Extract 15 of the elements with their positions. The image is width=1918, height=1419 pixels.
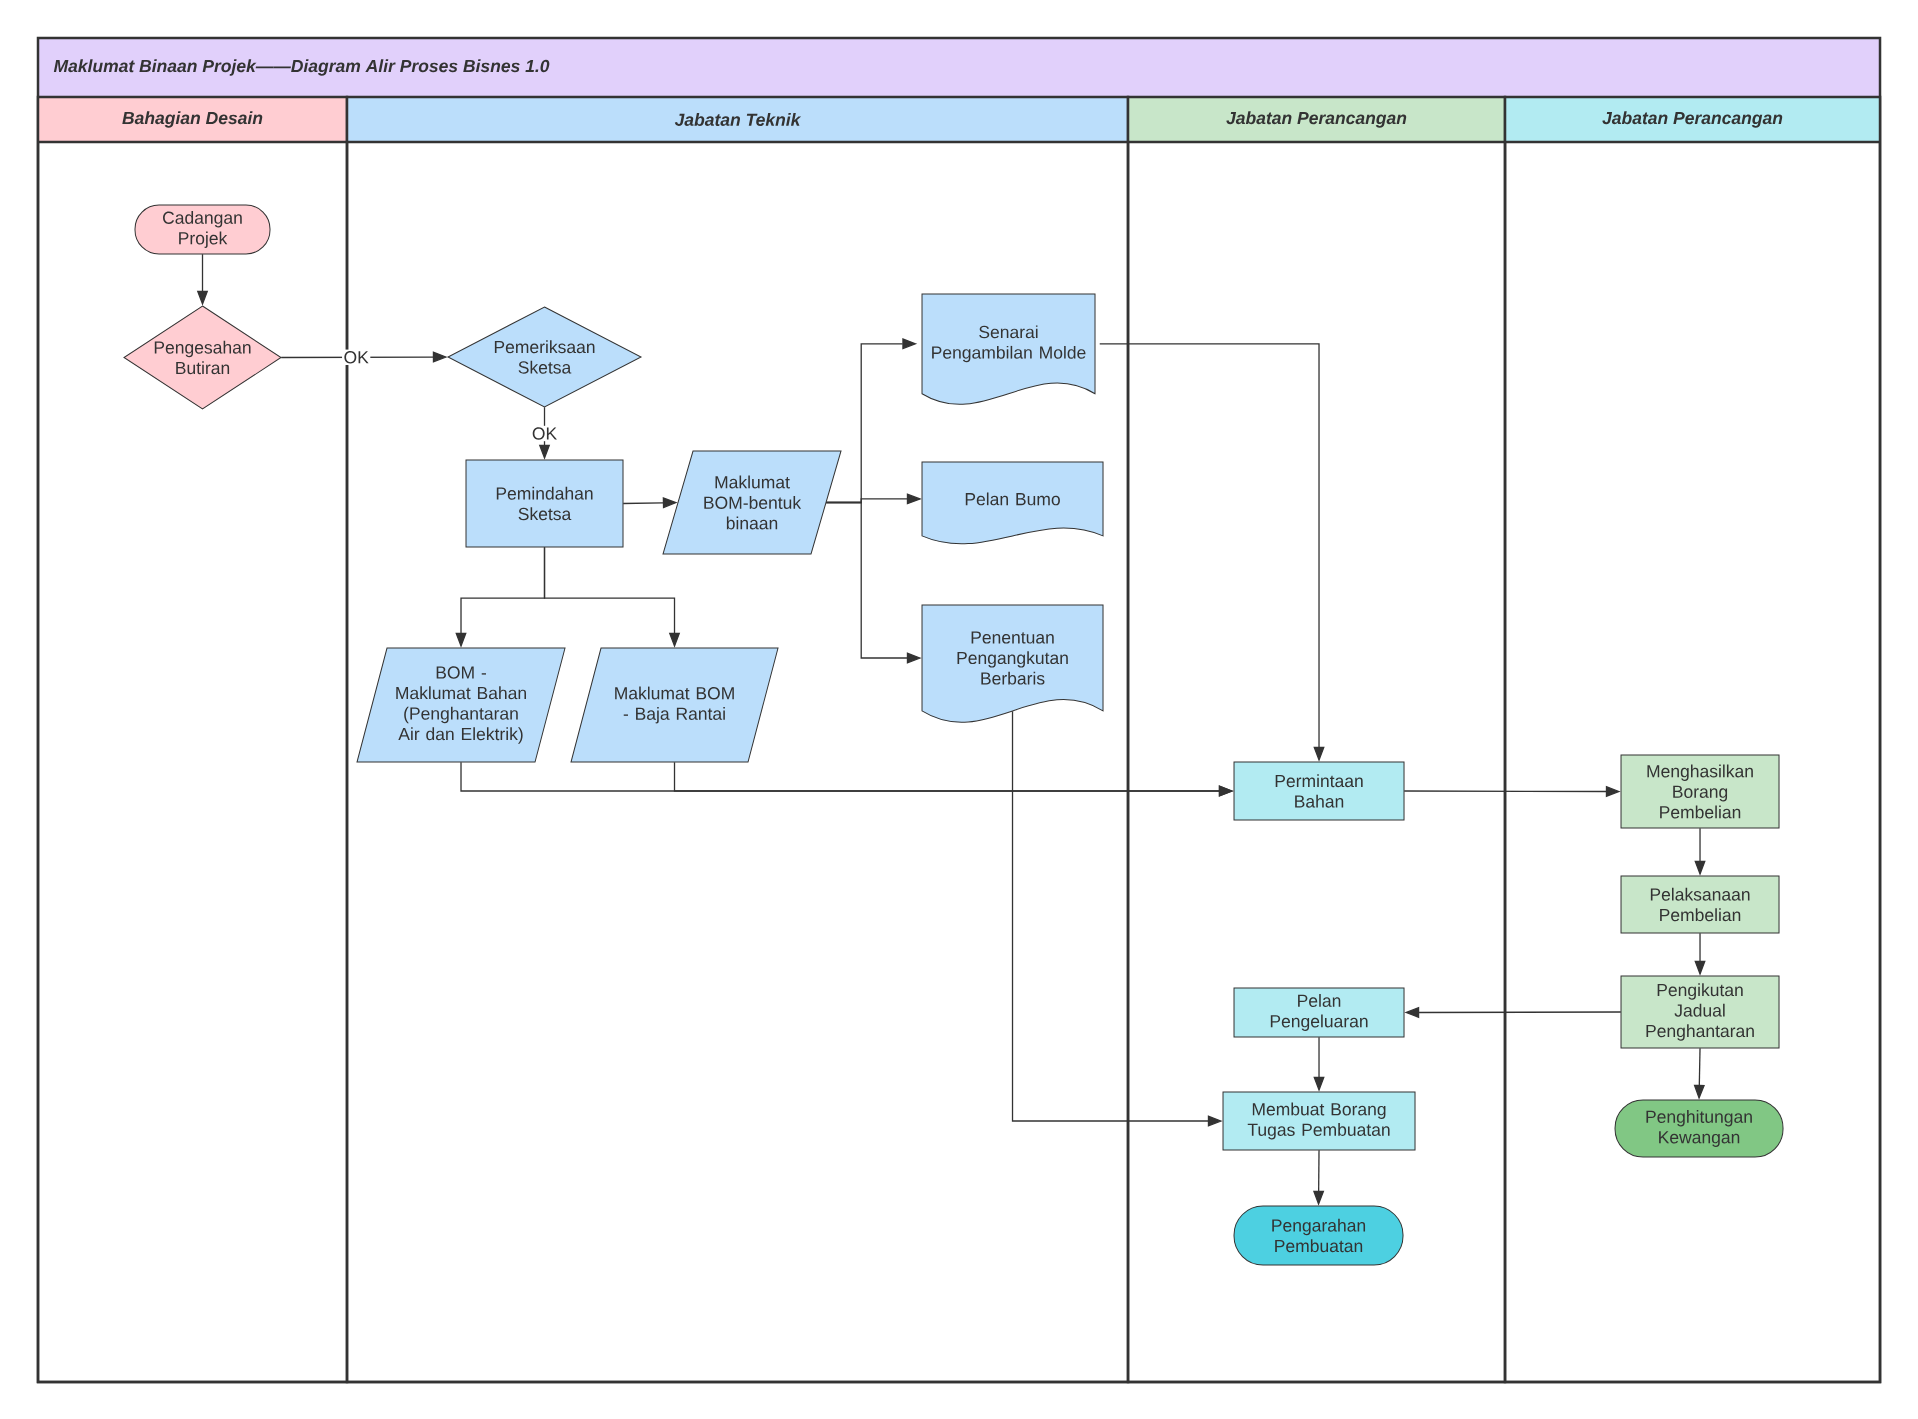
process-box: Pengikutan Jadual Penghantaran (1620, 975, 1780, 1049)
data-parallelogram: Maklumat BOM - Baja Rantai (570, 647, 779, 763)
process-box: Menghasilkan Borang Pembelian (1620, 754, 1780, 829)
edge-label: OK (530, 425, 559, 442)
process-box: Pelan Pengeluaran (1233, 987, 1405, 1038)
process-box: Membuat Borang Tugas Pembuatan (1222, 1091, 1416, 1151)
end-terminal: Penghitungan Kewangan (1614, 1099, 1784, 1158)
data-parallelogram: Maklumat BOM-bentuk binaan (662, 450, 842, 555)
start-terminal: Cadangan Projek (134, 204, 271, 255)
process-box: Pelaksanaan Pembelian (1620, 875, 1780, 934)
process-box: Pemindahan Sketsa (465, 459, 624, 548)
data-parallelogram: BOM - Maklumat Bahan (Penghantaran Air dan Elektrik) (356, 647, 566, 763)
edge-label: OK (342, 349, 371, 365)
end-terminal: Pengarahan Pembuatan (1233, 1205, 1404, 1266)
process-box: Permintaan Bahan (1233, 761, 1405, 821)
